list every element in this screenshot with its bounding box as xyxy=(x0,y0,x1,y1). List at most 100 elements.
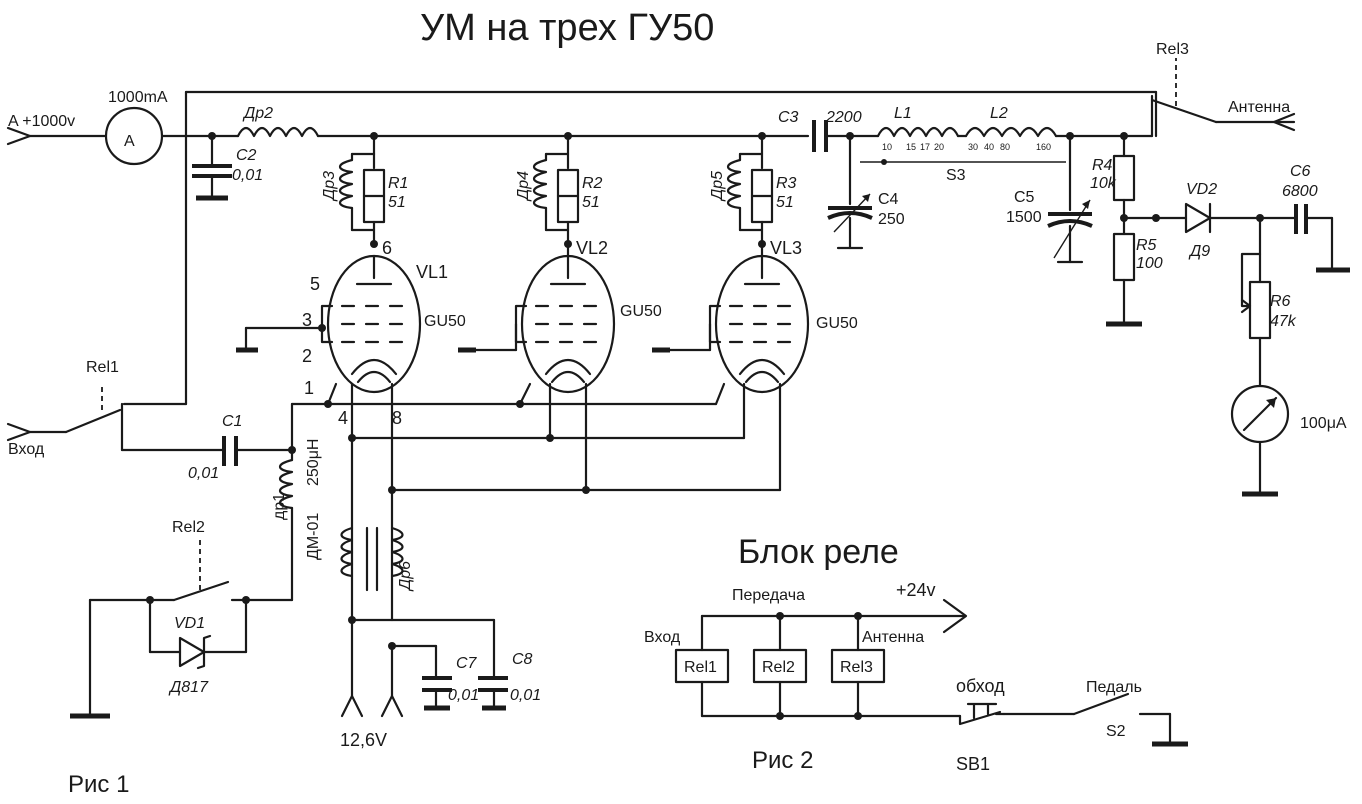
rel2-coil-label: Rel2 xyxy=(762,659,795,676)
l1-tap: 15 xyxy=(906,142,916,152)
rel3-coil-label: Rel3 xyxy=(840,659,873,676)
dr2-label: Др2 xyxy=(242,105,273,122)
c7-label: C7 xyxy=(456,655,478,672)
ammeter-range: 1000mA xyxy=(108,89,168,106)
pin-5-label: 5 xyxy=(310,274,320,294)
rel1-label: Rel1 xyxy=(86,359,119,376)
vl1-type: GU50 xyxy=(424,313,466,330)
rel3-label: Rel3 xyxy=(1156,41,1189,58)
pedal-label: Педаль xyxy=(1086,679,1142,696)
c5-label: C5 xyxy=(1014,189,1035,206)
dr1-value: 250μH xyxy=(305,439,322,486)
l2-label: L2 xyxy=(990,105,1008,122)
dr1-type: ДМ-01 xyxy=(305,513,322,560)
c4-label: C4 xyxy=(878,191,899,208)
vl1-tube xyxy=(326,254,422,394)
s2-pedal-switch[interactable] xyxy=(1072,692,1130,716)
c6-label: C6 xyxy=(1290,163,1311,180)
pin-3-label: 3 xyxy=(302,310,312,330)
transmit-label: Передача xyxy=(732,587,805,604)
dr5-label: Др5 xyxy=(709,171,726,202)
r3-label: R3 xyxy=(776,175,797,192)
r6-label: R6 xyxy=(1270,293,1291,310)
vd2-type: Д9 xyxy=(1188,243,1210,260)
r2-value: 51 xyxy=(582,194,600,211)
input-arrow xyxy=(6,422,32,442)
r4-label: R4 xyxy=(1092,157,1113,174)
l1-coil xyxy=(876,126,960,138)
c6-value: 6800 xyxy=(1282,183,1318,200)
l2-tap: 30 xyxy=(968,142,978,152)
pin-8-label: 8 xyxy=(392,408,402,428)
vl3-ref: VL3 xyxy=(770,238,802,258)
c4-variable-capacitor xyxy=(827,206,873,220)
c5-value: 1500 xyxy=(1006,209,1042,226)
c7-value: 0,01 xyxy=(448,687,479,704)
l2-tap: 80 xyxy=(1000,142,1010,152)
input-port-label: Вход xyxy=(8,441,45,458)
pin-6-label: 6 xyxy=(382,238,392,258)
dr6-label: Др6 xyxy=(397,561,414,592)
r5-label: R5 xyxy=(1136,237,1157,254)
vd2-diode xyxy=(1184,202,1212,234)
c3-label: C3 xyxy=(778,109,799,126)
microammeter-range: 100μA xyxy=(1300,415,1347,432)
c4-value: 250 xyxy=(878,211,905,228)
vl2-type: GU50 xyxy=(620,303,662,320)
antenna-arrow xyxy=(1272,112,1296,132)
dr1-choke xyxy=(278,458,294,510)
r6-potentiometer xyxy=(1248,280,1272,340)
vd2-label: VD2 xyxy=(1186,181,1217,198)
vl3-tube xyxy=(714,254,810,394)
l2-tap: 40 xyxy=(984,142,994,152)
antenna-port-label: Антенна xyxy=(1228,99,1290,116)
vl2-ref: VL2 xyxy=(576,238,608,258)
anode-input-arrow xyxy=(6,126,32,146)
c3-value: 2200 xyxy=(825,109,862,126)
r5-value: 100 xyxy=(1136,255,1163,272)
supply-24v-label: +24v xyxy=(896,580,936,600)
l1-tap: 10 xyxy=(882,142,892,152)
c8-value: 0,01 xyxy=(510,687,541,704)
l1-tap: 17 xyxy=(920,142,930,152)
vl3-type: GU50 xyxy=(816,315,858,332)
c1-value: 0,01 xyxy=(188,465,219,482)
r1-value: 51 xyxy=(388,194,406,211)
relay-antenna-label: Антенна xyxy=(862,629,924,646)
rel1-coil-label: Rel1 xyxy=(684,659,717,676)
s3-label: S3 xyxy=(946,167,966,184)
c1-label: C1 xyxy=(222,413,242,430)
rel1-contact xyxy=(64,408,122,434)
supply-arrow xyxy=(942,598,968,634)
c2-value: 0,01 xyxy=(232,167,263,184)
rel3-contact xyxy=(1150,98,1218,124)
relay-block-title: Блок реле xyxy=(738,533,899,571)
dr2-inductor xyxy=(236,126,320,138)
l2-coil xyxy=(964,126,1058,138)
vl1-ref: VL1 xyxy=(416,262,448,282)
r6-value: 47k xyxy=(1270,313,1297,330)
r1-label: R1 xyxy=(388,175,408,192)
pin-4-label: 4 xyxy=(338,408,348,428)
r5-resistor xyxy=(1112,232,1136,282)
pin-2-label: 2 xyxy=(302,346,312,366)
vd1-zener xyxy=(178,636,206,668)
filament-terminal-right xyxy=(380,694,404,718)
vl2-tube xyxy=(520,254,616,394)
sb1-bypass-button[interactable] xyxy=(958,702,1006,726)
dr1-label: др1 xyxy=(271,493,288,520)
figure-2-caption: Рис 2 xyxy=(752,747,813,774)
r2-label: R2 xyxy=(582,175,603,192)
filament-voltage: 12,6V xyxy=(340,730,387,750)
filament-terminal-left xyxy=(340,694,364,718)
bypass-label: обход xyxy=(956,676,1005,696)
figure-1-caption: Рис 1 xyxy=(68,771,129,798)
relay-input-label: Вход xyxy=(644,629,681,646)
sb1-label: SB1 xyxy=(956,754,990,774)
s2-label: S2 xyxy=(1106,723,1126,740)
r4-resistor xyxy=(1112,154,1136,202)
pin-1-label: 1 xyxy=(304,378,314,398)
l2-tap: 160 xyxy=(1036,142,1051,152)
c2-label: C2 xyxy=(236,147,257,164)
